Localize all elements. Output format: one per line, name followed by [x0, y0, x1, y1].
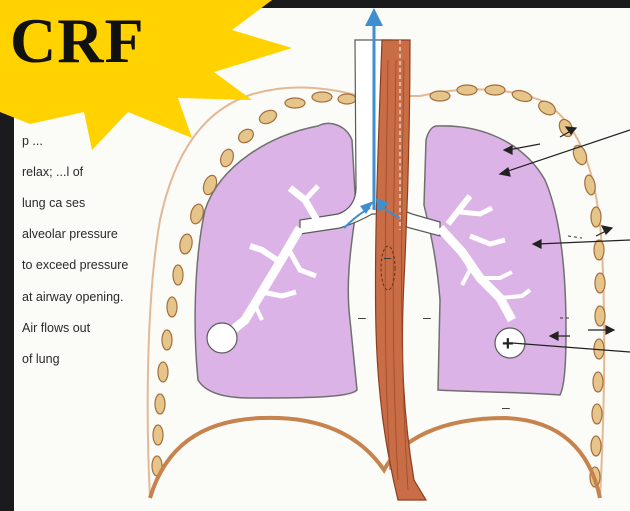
- plus-sign-alveolus: +: [502, 333, 514, 355]
- esophagus: [375, 40, 426, 500]
- caption-line: alveolar pressure: [22, 227, 172, 243]
- minus-sign-bottom: –: [502, 399, 510, 415]
- badge-label: CRF: [10, 4, 145, 78]
- minus-sign-esophagus: –: [384, 250, 392, 265]
- caption-line: at airway opening.: [22, 290, 172, 306]
- minus-sign-left: –: [358, 309, 366, 325]
- caption-line: Air flows out: [22, 321, 172, 337]
- caption-line: to exceed pressure: [22, 258, 172, 274]
- minus-sign-center: –: [423, 309, 431, 325]
- caption-line: of lung: [22, 352, 172, 368]
- left-alveolus: [207, 323, 237, 353]
- diaphragm: [150, 418, 600, 498]
- right-lung: [424, 126, 566, 395]
